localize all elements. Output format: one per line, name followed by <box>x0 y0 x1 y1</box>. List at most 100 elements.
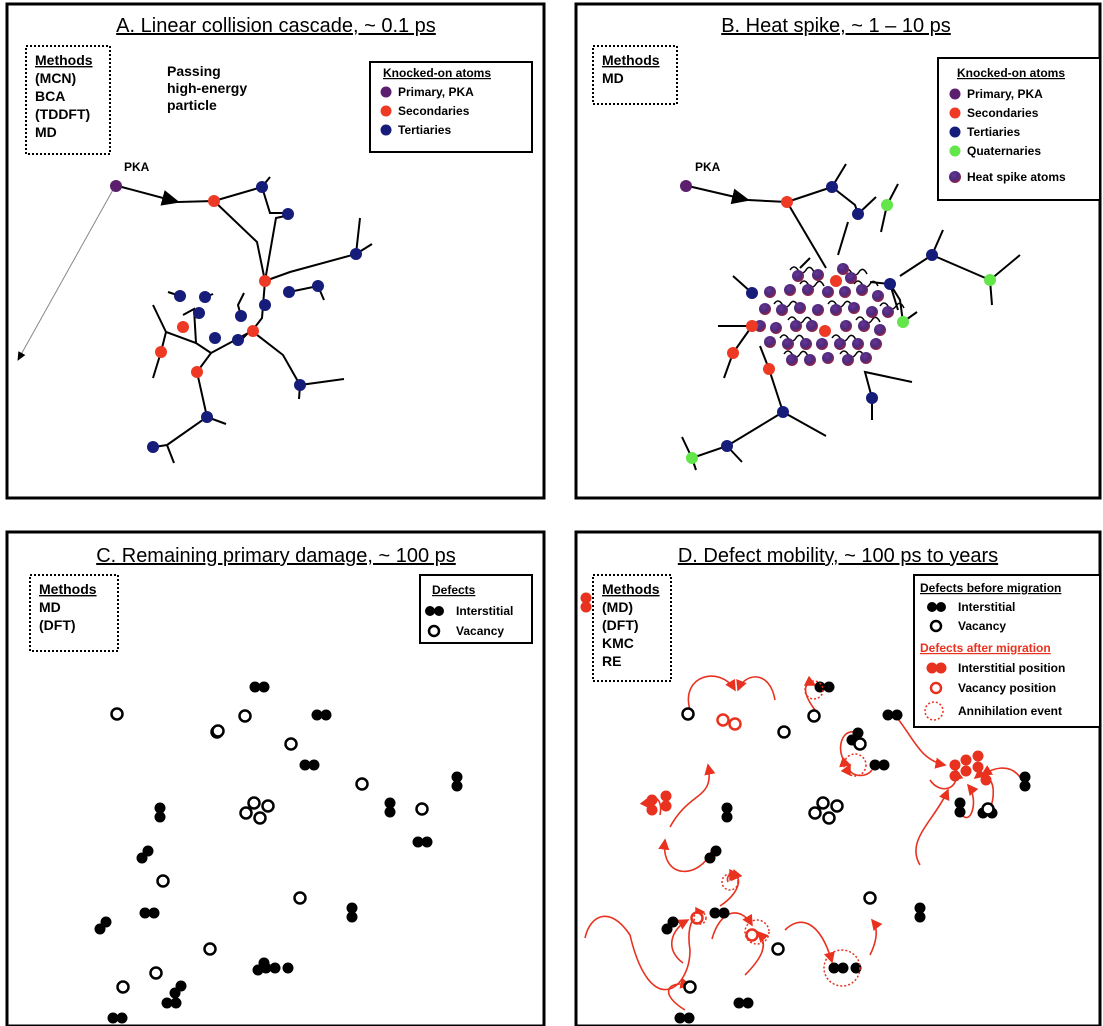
interstitial-defect <box>891 709 903 721</box>
vacancy-defect <box>681 707 695 721</box>
heat-spike-atom <box>784 284 796 296</box>
vacancy-defect <box>110 707 124 721</box>
panel-a: A. Linear collision cascade, ~ 0.1 ps Me… <box>5 2 546 500</box>
legend-interstitial-label: Interstitial <box>958 600 1015 614</box>
interstitial-position <box>580 601 592 613</box>
legend-primary-dot <box>380 86 392 98</box>
panel-a-method: (TDDFT) <box>35 106 90 122</box>
interstitial-defect <box>154 811 166 823</box>
tertiary-atom <box>147 441 159 453</box>
particle-trajectory <box>17 187 115 361</box>
interstitial-defect <box>704 852 716 864</box>
vacancy-defect <box>149 966 163 980</box>
particle-label-line: Passing <box>167 63 221 79</box>
heat-spike-atom <box>852 338 864 350</box>
legend-heatspike-dot <box>949 171 961 183</box>
legend-secondary-dot <box>949 107 961 119</box>
legend-interstitial-position-icon <box>926 662 938 674</box>
panel-c-methods-header: Methods <box>39 581 97 597</box>
interstitial-defect <box>451 771 463 783</box>
heat-spike-atom <box>858 320 870 332</box>
interstitial-defect <box>1019 780 1031 792</box>
tertiary-atom <box>721 440 733 452</box>
tertiary-atom <box>199 291 211 303</box>
cascade-a-tracks <box>117 176 373 464</box>
legend-tertiary-dot <box>380 124 392 136</box>
interstitial-defect <box>346 902 358 914</box>
heat-spike-atom <box>834 338 846 350</box>
secondary-atom <box>177 321 189 333</box>
interstitial-defect <box>170 997 182 1009</box>
heat-spike-atom <box>806 320 818 332</box>
tertiary-atom <box>259 299 271 311</box>
heatspike-cloud <box>754 263 905 366</box>
interstitial-defect <box>154 802 166 814</box>
secondary-atom <box>191 366 203 378</box>
interstitial-defect <box>709 907 721 919</box>
legend-tertiary-dot <box>949 126 961 138</box>
heat-spike-atom <box>792 270 804 282</box>
legend-vacancy-label: Vacancy <box>958 619 1006 633</box>
interstitial-defect <box>412 836 424 848</box>
heat-spike-atom <box>848 302 860 314</box>
interstitial-defect <box>282 962 294 974</box>
heat-spike-atom <box>822 352 834 364</box>
tertiary-atom <box>746 287 758 299</box>
interstitial-defect <box>674 1012 686 1024</box>
panel-a-methods-box <box>25 45 111 155</box>
legend-secondary-label: Secondaries <box>967 106 1039 120</box>
interstitial-defect <box>954 806 966 818</box>
vacancy-defect <box>807 709 821 723</box>
pka-atom <box>110 180 122 192</box>
cascade-b-atoms <box>680 180 996 464</box>
interstitial-defect <box>94 923 106 935</box>
heat-spike-atom <box>870 338 882 350</box>
interstitial-position <box>972 761 984 773</box>
interstitial-position <box>646 804 658 816</box>
legend-heatspike-label: Heat spike atoms <box>967 170 1066 184</box>
panel-b-legend <box>937 57 1101 201</box>
particle-label-line: particle <box>167 97 217 113</box>
panel-d: D. Defect mobility, ~ 100 ps to years Me… <box>574 530 1102 1026</box>
heat-spike-atom <box>860 352 872 364</box>
heat-spike-atom <box>882 306 894 318</box>
secondary-atom <box>830 275 842 287</box>
annihilation-event <box>721 873 739 891</box>
tertiary-atom <box>866 392 878 404</box>
tertiary-atom <box>312 280 324 292</box>
interstitial-defect <box>258 681 270 693</box>
pka-label: PKA <box>695 160 721 174</box>
panel-b-methods-header: Methods <box>602 52 660 68</box>
interstitial-defect <box>742 997 754 1009</box>
interstitial-position <box>949 759 961 771</box>
legend-primary-label: Primary, PKA <box>398 85 474 99</box>
vacancy-position <box>728 717 742 731</box>
vacancy-defect <box>808 806 822 820</box>
panel-a-methods-header: Methods <box>35 52 93 68</box>
interstitial-defect <box>850 962 862 974</box>
secondary-atom <box>247 325 259 337</box>
vacancy-defect <box>777 725 791 739</box>
tertiary-atom <box>174 290 186 302</box>
legend-tertiary-label: Tertiaries <box>967 125 1020 139</box>
legend-annihilation-icon <box>924 701 944 721</box>
interstitial-defect <box>169 987 181 999</box>
vacancy-position <box>690 911 704 925</box>
quaternary-atom <box>897 316 909 328</box>
interstitial-defect <box>721 811 733 823</box>
vacancy-defect <box>683 980 697 994</box>
tertiary-atom <box>826 181 838 193</box>
vacancy-defect <box>293 891 307 905</box>
interstitial-defect <box>136 852 148 864</box>
tertiary-atom <box>201 411 213 423</box>
heat-spike-atom <box>802 284 814 296</box>
tertiary-atom <box>777 406 789 418</box>
legend-interstitial-icon <box>425 606 435 616</box>
heat-spike-atom <box>845 272 857 284</box>
panel-b-title: B. Heat spike, ~ 1 – 10 ps <box>721 15 951 37</box>
heat-spike-atom <box>866 306 878 318</box>
vacancy-defect <box>284 737 298 751</box>
interstitial-defect <box>837 962 849 974</box>
legend-secondary-label: Secondaries <box>398 104 470 118</box>
heat-spike-atom <box>830 304 842 316</box>
